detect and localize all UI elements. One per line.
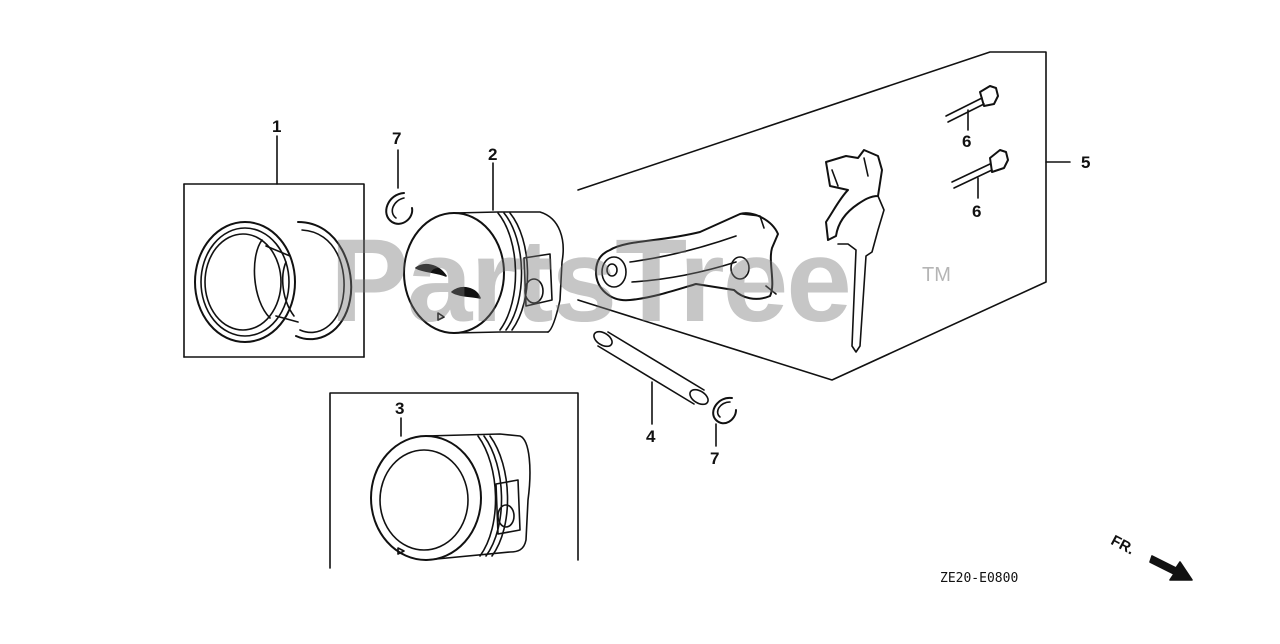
rod-cap-drawing[interactable] [825, 149, 885, 353]
piston-alt-drawing[interactable] [370, 417, 531, 561]
pin-clip-lower[interactable] [712, 396, 737, 447]
watermark-text: PartsTree [330, 215, 852, 347]
callout-piston-alt[interactable]: 3 [395, 399, 405, 418]
rod-bolt-a[interactable] [945, 85, 999, 131]
watermark-trademark: TM [922, 264, 951, 286]
pin-clip-upper[interactable] [385, 149, 414, 225]
connecting-rod-drawing[interactable] [595, 212, 779, 302]
conrod-assy-frame [577, 51, 1071, 381]
callout-piston-ring-set[interactable]: 1 [272, 117, 282, 136]
piston-pin-drawing[interactable] [591, 329, 710, 425]
callout-connecting-rod-assy[interactable]: 5 [1081, 153, 1091, 172]
piston-rings[interactable] [194, 221, 353, 343]
front-arrow-icon [1149, 555, 1193, 581]
diagram-code: ZE20-E0800 [940, 571, 1019, 586]
callout-piston-pin[interactable]: 4 [646, 427, 656, 446]
callout-pin-clip-upper[interactable]: 7 [392, 129, 402, 148]
piston-drawing[interactable] [403, 162, 564, 334]
callout-pin-clip-lower[interactable]: 7 [710, 449, 720, 468]
callout-rod-bolt-a[interactable]: 6 [962, 132, 972, 151]
ring-set-frame [183, 135, 365, 358]
piston-alt-frame [329, 392, 579, 569]
callout-piston[interactable]: 2 [488, 145, 498, 164]
rod-bolt-b[interactable] [951, 149, 1009, 199]
callout-rod-bolt-b[interactable]: 6 [972, 202, 982, 221]
